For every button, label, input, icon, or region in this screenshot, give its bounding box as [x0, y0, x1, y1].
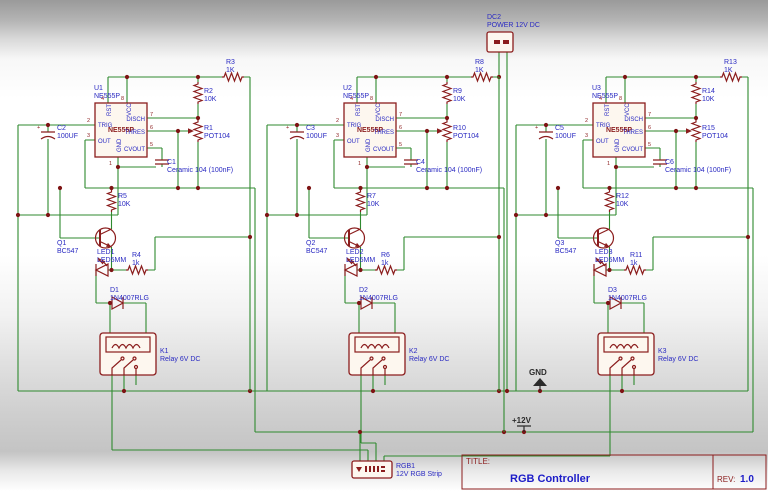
- charge-resistor-ref: R14: [702, 88, 715, 95]
- led-ref: LED1: [97, 249, 115, 256]
- pot-value: POT104: [204, 133, 230, 140]
- cer-cap-ref: C1: [167, 159, 176, 166]
- top-resistor-ref: R3: [226, 59, 235, 66]
- elec-cap-ref: C3: [306, 125, 315, 132]
- elec-cap-ref: C2: [57, 125, 66, 132]
- cer-cap-value: Ceramic 104 (100nF): [665, 167, 731, 174]
- relay-value: Relay 6V DC: [409, 356, 449, 363]
- ic-part-label: NE555P: [343, 93, 369, 100]
- cer-cap-ref: C4: [416, 159, 425, 166]
- ic-ref-label: U3: [592, 85, 601, 92]
- ic-ref-label: U2: [343, 85, 352, 92]
- base-resistor-value: 10K: [367, 201, 380, 208]
- pot-value: POT104: [702, 133, 728, 140]
- charge-resistor-ref: R9: [453, 88, 462, 95]
- cer-cap-value: Ceramic 104 (100nF): [167, 167, 233, 174]
- v12-net-label: +12V: [512, 416, 532, 425]
- ic-ref-label: U1: [94, 85, 103, 92]
- power-connector-ref: DC2: [487, 14, 501, 21]
- cer-cap-ref: C6: [665, 159, 674, 166]
- transistor-ref: Q2: [306, 240, 315, 247]
- diode-ref: D3: [608, 287, 617, 294]
- gnd-net-label: GND: [529, 368, 547, 377]
- led-value: LED5MM: [97, 257, 126, 264]
- transistor-ref: Q1: [57, 240, 66, 247]
- led-resistor-ref: R4: [132, 252, 141, 259]
- diode-value: 1N4007RLG: [110, 295, 149, 302]
- diode-ref: D1: [110, 287, 119, 294]
- pot-ref: R10: [453, 125, 466, 132]
- led-resistor-value: 1k: [630, 260, 638, 267]
- base-resistor-value: 10K: [118, 201, 131, 208]
- title-block: TITLE: RGB Controller REV: 1.0: [461, 454, 767, 490]
- channel-1: U1 NE555P R2 10K R1 POT104 R3 1K C2 100U…: [16, 59, 255, 432]
- relay-value: Relay 6V DC: [658, 356, 698, 363]
- channel-2: U2 NE555P R9 10K R10 POT104 R8 1K C3 100…: [265, 59, 504, 432]
- ic-part-label: NE555P: [94, 93, 120, 100]
- led-resistor-ref: R6: [381, 252, 390, 259]
- charge-resistor-value: 10K: [453, 96, 466, 103]
- led-ref: LED3: [595, 249, 613, 256]
- base-resistor-ref: R7: [367, 193, 376, 200]
- led-resistor-value: 1k: [132, 260, 140, 267]
- power-connector-value: POWER 12V DC: [487, 22, 540, 29]
- led-resistor-value: 1k: [381, 260, 389, 267]
- diode-ref: D2: [359, 287, 368, 294]
- ic-part-label: NE555P: [592, 93, 618, 100]
- led-value: LED5MM: [346, 257, 375, 264]
- relay-value: Relay 6V DC: [160, 356, 200, 363]
- relay-ref: K3: [658, 348, 667, 355]
- diode-value: 1N4007RLG: [608, 295, 647, 302]
- base-resistor-value: 10K: [616, 201, 629, 208]
- charge-resistor-ref: R2: [204, 88, 213, 95]
- led-value: LED5MM: [595, 257, 624, 264]
- rgb-connector-ref: RGB1: [396, 463, 415, 470]
- relay-ref: K2: [409, 348, 418, 355]
- relay-ref: K1: [160, 348, 169, 355]
- channel-3: U3 NE555P R14 10K R15 POT104 R13 1K C5 1…: [514, 59, 753, 432]
- cer-cap-value: Ceramic 104 (100nF): [416, 167, 482, 174]
- gnd-net-symbol: GND: [529, 368, 547, 391]
- base-resistor-ref: R12: [616, 193, 629, 200]
- top-resistor-ref: R8: [475, 59, 484, 66]
- transistor-value: BC547: [555, 248, 577, 255]
- diode-value: 1N4007RLG: [359, 295, 398, 302]
- global-junction-dots: [247, 74, 543, 435]
- elec-c-value: 100UF: [555, 133, 576, 140]
- charge-resistor-value: 10K: [204, 96, 217, 103]
- schematic-title: RGB Controller: [510, 473, 591, 485]
- pot-ref: R15: [702, 125, 715, 132]
- top-resistor-value: 1K: [724, 67, 733, 74]
- rev-value: 1.0: [740, 474, 754, 485]
- top-resistor-value: 1K: [475, 67, 484, 74]
- rgb-strip-connector: RGB1 12V RGB Strip: [351, 460, 442, 479]
- pot-value: POT104: [453, 133, 479, 140]
- pot-ref: R1: [204, 125, 213, 132]
- rgb-connector-body: [351, 460, 393, 479]
- transistor-value: BC547: [306, 248, 328, 255]
- rgb-connector-value: 12V RGB Strip: [396, 471, 442, 478]
- power-connector: DC2 POWER 12V DC: [486, 14, 540, 53]
- top-resistor-value: 1K: [226, 67, 235, 74]
- title-label: TITLE:: [466, 457, 490, 466]
- led-resistor-ref: R11: [630, 252, 642, 259]
- transistor-ref: Q3: [555, 240, 564, 247]
- elec-cap-value: 100UF: [57, 133, 78, 140]
- charge-resistor-value: 10K: [702, 96, 715, 103]
- v12-net-symbol: +12V: [512, 416, 532, 432]
- rev-label: REV:: [717, 475, 735, 484]
- base-resistor-ref: R5: [118, 193, 127, 200]
- led-ref: LED2: [346, 249, 364, 256]
- top-resistor-ref: R13: [724, 59, 737, 66]
- transistor-value: BC547: [57, 248, 79, 255]
- elec-cap-ref: C5: [555, 125, 564, 132]
- elec-cap-value: 100UF: [306, 133, 327, 140]
- global-wiring: GND +12V: [18, 52, 753, 461]
